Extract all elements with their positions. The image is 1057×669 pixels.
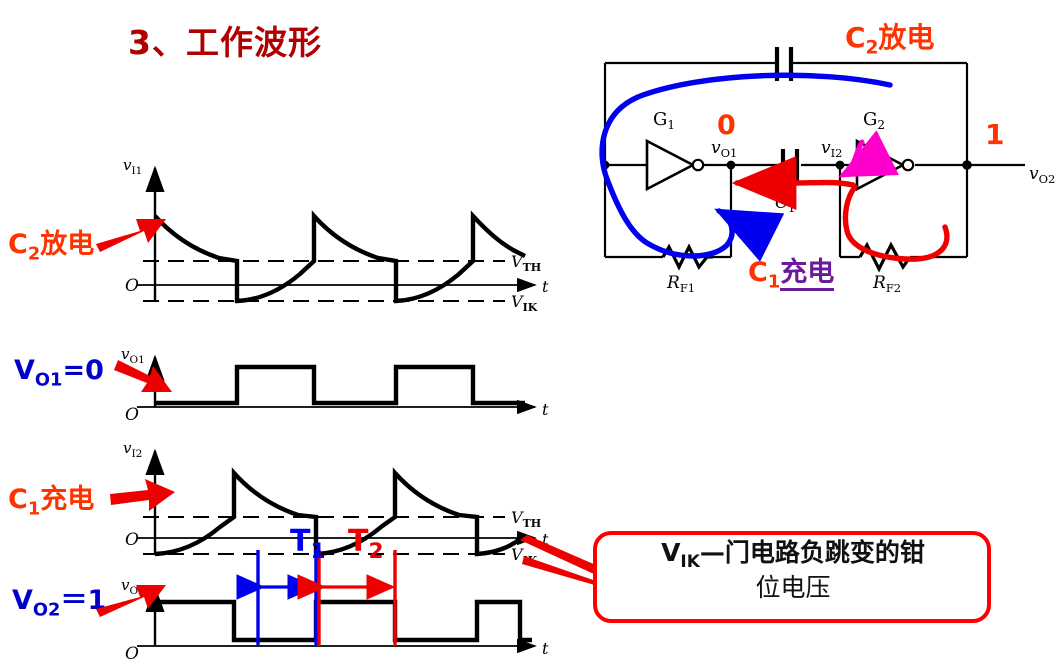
vik-callout-line1: VIK—门电路负跳变的钳: [661, 538, 925, 572]
label-C1: C1: [775, 193, 795, 215]
page-title-text: 3、工作波形: [128, 23, 322, 62]
c1-charge-loop-right: [842, 184, 950, 262]
vI1-vth-label: VTH: [511, 252, 541, 274]
label-C2: C2: [767, 45, 787, 46]
node-dot-vI2: [835, 160, 845, 170]
T1-label: T1: [290, 524, 326, 564]
c1-charge-loop-left: [731, 156, 856, 210]
G1-triangle: [645, 138, 696, 192]
vi2-magenta-arrow: [838, 130, 899, 178]
vI1-x-label: t: [542, 277, 549, 296]
vik-callout-box: [593, 531, 991, 623]
c2-discharge-loop: [599, 72, 893, 262]
vO2-x-label: t: [542, 639, 549, 658]
page-title: 3、工作波形: [128, 16, 322, 64]
label-RF1: RF1: [666, 273, 695, 295]
vI1-trace: [153, 210, 526, 304]
vI1-origin-label: O: [125, 276, 139, 296]
annotation-c2-discharge: C2放电: [8, 229, 95, 265]
label-G2: G2: [863, 109, 885, 132]
vI1-y-label: vI1: [123, 156, 142, 177]
circuit-logic-value-1: 1: [985, 118, 1005, 151]
G1-bubble: [691, 158, 705, 172]
waveform-vI1: vI1 O VTH VIK t: [123, 156, 549, 314]
vI2-trace: [154, 467, 522, 557]
T2-label: T2: [348, 524, 384, 564]
circuit-annotation-c1-charge: C1充电: [748, 257, 835, 293]
circuit-diagram: C2 C1 G1 G2 RF1 RF2 vI1 vO1 vI2 vO2: [599, 45, 1055, 295]
timing-markers: [236, 550, 397, 646]
waveform-vI2: vI2 O VTH VIK t: [123, 439, 549, 567]
vI2-origin-label: O: [125, 530, 139, 550]
label-node-vO1: vO1: [711, 138, 737, 160]
vI2-y-label: vI2: [123, 439, 142, 460]
vO2-origin-label: O: [125, 644, 139, 664]
vO1-trace: [155, 364, 525, 406]
vI1-vik-label: VIK: [511, 292, 538, 314]
vO1-x-label: t: [542, 400, 549, 419]
inverter-G2: [855, 138, 915, 192]
vI2-vth-label: VTH: [511, 508, 541, 530]
vO1-origin-label: O: [125, 405, 139, 425]
vO1-y-label: vO1: [121, 345, 145, 366]
capacitor-C1: [780, 149, 800, 183]
G2-bubble: [901, 158, 915, 172]
vik-callout-text: VIK—门电路负跳变的钳 位电压: [597, 538, 989, 603]
label-node-vI2: vI2: [821, 138, 842, 160]
vI2-vik-label: VIK: [511, 545, 538, 567]
waveform-panel: vI1 O VTH VIK t vO1 O t vI2 O VTH VIK t: [121, 156, 549, 664]
circuit-annotation-c2-discharge: C2放电: [845, 21, 935, 59]
annotation-vo2-one: VO2＝1: [12, 585, 107, 621]
node-dot-vO2: [962, 160, 972, 170]
annotation-vo1-zero: VO1=0: [14, 355, 104, 391]
inverter-G1: [645, 138, 705, 192]
vik-callout-line2: 位电压: [755, 572, 831, 602]
vI2-x-label: t: [542, 530, 549, 549]
G2-triangle: [855, 138, 906, 192]
label-RF2: RF2: [872, 273, 901, 295]
waveform-vO2: vO2 O t: [121, 576, 549, 664]
vO2-y-label: vO2: [121, 576, 145, 597]
label-node-vO2: vO2: [1029, 164, 1055, 186]
node-dot-vO1: [726, 160, 736, 170]
vO2-trace: [155, 599, 532, 643]
waveform-vO1: vO1 O t: [121, 345, 549, 425]
label-G1: G1: [653, 109, 675, 132]
annotation-c1-charge: C1充电: [8, 484, 95, 520]
circuit-logic-value-0: 0: [717, 110, 736, 141]
